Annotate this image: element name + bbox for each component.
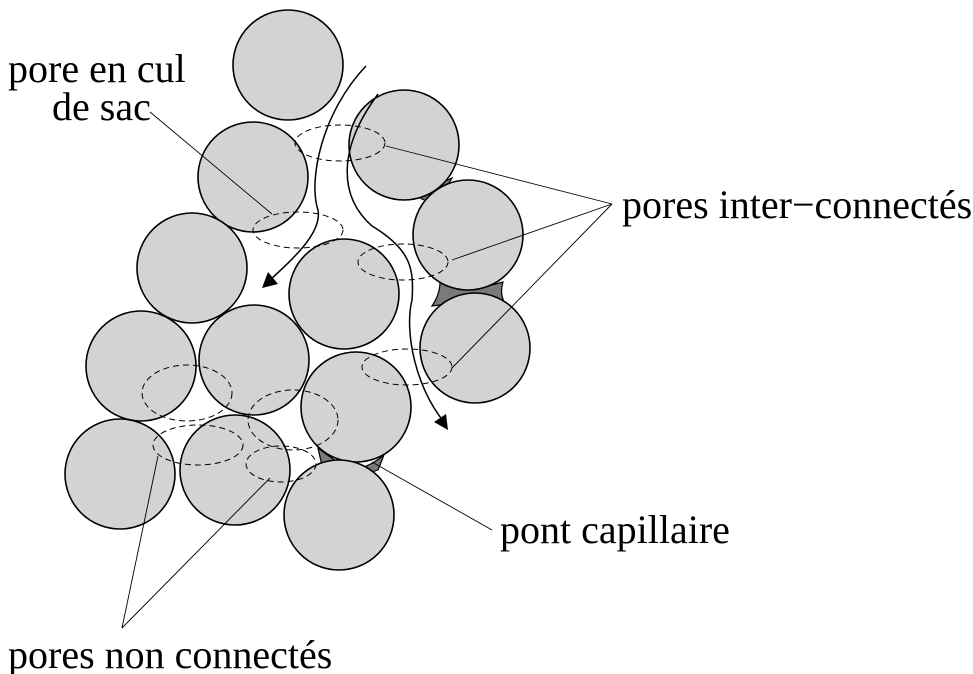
pore-outline <box>141 364 233 422</box>
grain <box>232 9 344 121</box>
grain <box>412 179 524 291</box>
label-pores-interconnectes: pores inter−connectés <box>622 182 972 227</box>
grain <box>283 459 395 571</box>
arrowhead-icon <box>262 272 278 288</box>
leader-line-non-connected-2 <box>121 477 271 629</box>
leader-line-cul-de-sac <box>149 111 273 215</box>
leader-line-interconnected-3 <box>451 203 613 369</box>
flow-arrows <box>262 65 448 430</box>
label-pont-capillaire: pont capillaire <box>500 507 730 552</box>
grain <box>179 414 291 526</box>
pore-outline <box>245 445 317 483</box>
label-pores-non-connectes: pores non connectés <box>8 632 332 674</box>
grain <box>419 292 531 404</box>
label-pore-cul-de-sac-line2: de sac <box>52 84 151 129</box>
leader-line-non-connected-1 <box>121 455 159 629</box>
pore-outline <box>252 211 344 249</box>
pore-outline <box>294 124 386 162</box>
grain <box>288 238 400 350</box>
grains <box>64 9 531 571</box>
pore-outline <box>247 389 339 451</box>
leader-line-interconnected-1 <box>385 145 613 205</box>
pore-outline <box>357 243 449 281</box>
flow-arrow-left <box>269 65 367 281</box>
grain <box>348 89 460 201</box>
leader-line-capillary-bridge <box>371 461 493 531</box>
flow-arrow-right <box>346 93 445 423</box>
label-pore-cul-de-sac-line1: pore en cul <box>8 46 186 91</box>
leader-lines <box>121 111 613 629</box>
arrowhead-icon <box>434 414 448 430</box>
labels: pore en cul de sac pores inter−connectés… <box>8 46 972 674</box>
pore-outline <box>152 424 244 466</box>
grain <box>85 310 197 422</box>
pore-outline <box>361 348 453 386</box>
pore-outlines <box>141 124 453 483</box>
leader-line-interconnected-2 <box>451 203 613 261</box>
grain <box>64 418 176 530</box>
grain <box>198 304 310 416</box>
grain <box>197 121 309 233</box>
grain <box>136 212 248 324</box>
